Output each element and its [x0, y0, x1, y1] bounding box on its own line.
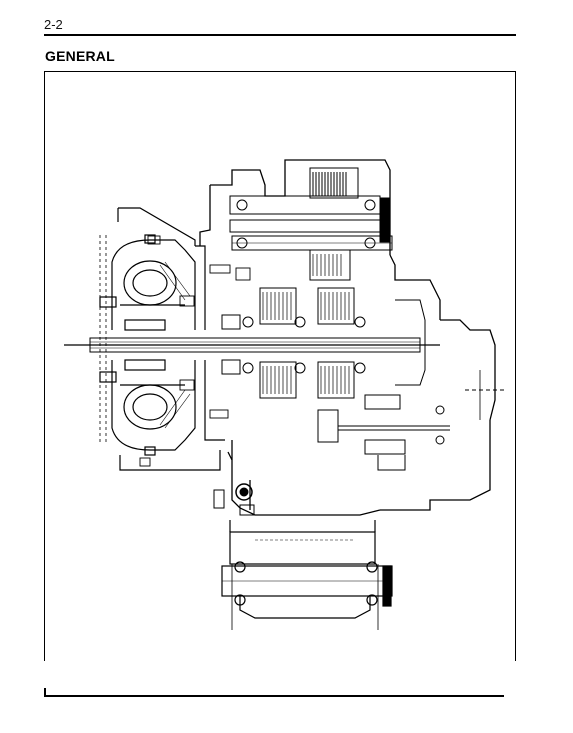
bolt-details	[139, 235, 251, 467]
footer-rule	[44, 695, 504, 697]
main-input-shaft	[89, 337, 421, 353]
header-rule	[44, 34, 516, 36]
lower-shaft-assembly	[221, 520, 393, 630]
upper-clutch-pack	[229, 167, 393, 251]
middle-clutch-packs	[221, 249, 366, 399]
converter-housing	[117, 207, 225, 471]
frame-right-edge	[515, 71, 516, 437]
page-number: 2-2	[44, 17, 63, 32]
torque-converter	[99, 234, 196, 456]
output-section	[317, 299, 505, 471]
section-title: GENERAL	[45, 48, 115, 64]
drive-gear	[213, 483, 255, 516]
footer-tick	[44, 688, 46, 697]
